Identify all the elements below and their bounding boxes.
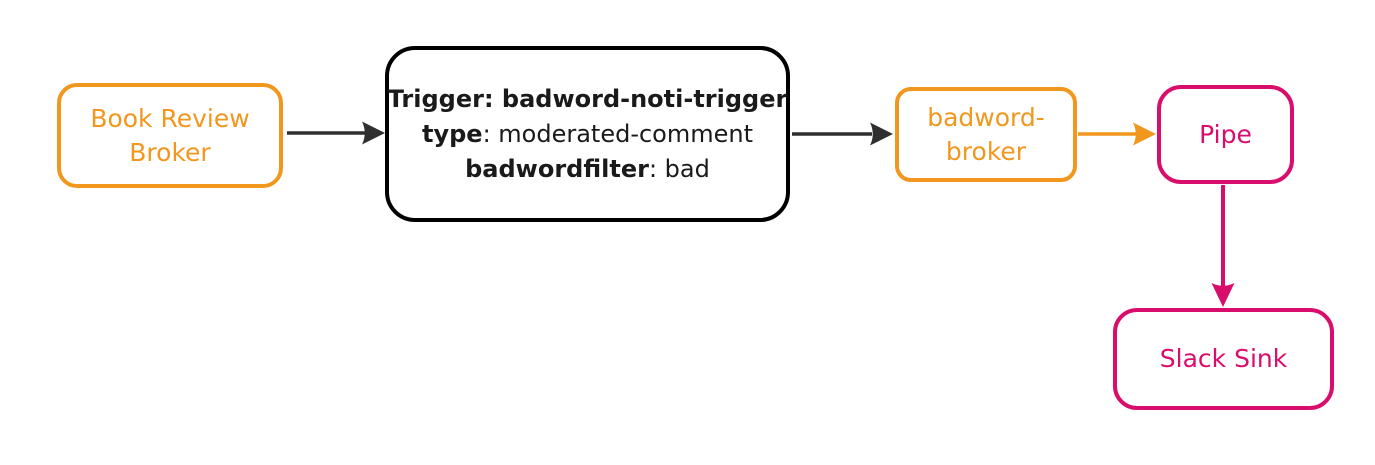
edge-badword-broker-to-pipe — [1078, 122, 1156, 146]
node-book-review-broker: Book Review Broker — [57, 83, 283, 188]
edge-trigger-to-badword-broker — [792, 122, 893, 146]
arrowhead-icon — [870, 122, 893, 146]
arrowhead-icon — [1133, 122, 1156, 146]
node-pipe: Pipe — [1157, 85, 1294, 184]
arrowhead-icon — [362, 121, 385, 145]
node-label-line: Broker — [129, 137, 211, 167]
node-label-line: badword- — [927, 102, 1045, 132]
node-slack-sink: Slack Sink — [1113, 308, 1334, 410]
node-badword-broker: badword- broker — [895, 87, 1077, 182]
trigger-filter-line: badwordfilter: bad — [465, 154, 710, 183]
trigger-name-line: Trigger: badword-noti-trigger — [387, 84, 788, 113]
node-label: Slack Sink — [1159, 344, 1288, 373]
node-trigger: Trigger: badword-noti-trigger type: mode… — [385, 46, 790, 222]
arrowhead-icon — [1211, 283, 1235, 307]
edge-pipe-to-slack-sink — [1211, 185, 1235, 307]
node-label-line: broker — [945, 136, 1027, 166]
node-label: Pipe — [1199, 119, 1252, 149]
edge-book-review-broker-to-trigger — [287, 121, 385, 145]
trigger-type-line: type: moderated-comment — [421, 119, 754, 148]
node-label-line: Book Review — [90, 103, 250, 133]
